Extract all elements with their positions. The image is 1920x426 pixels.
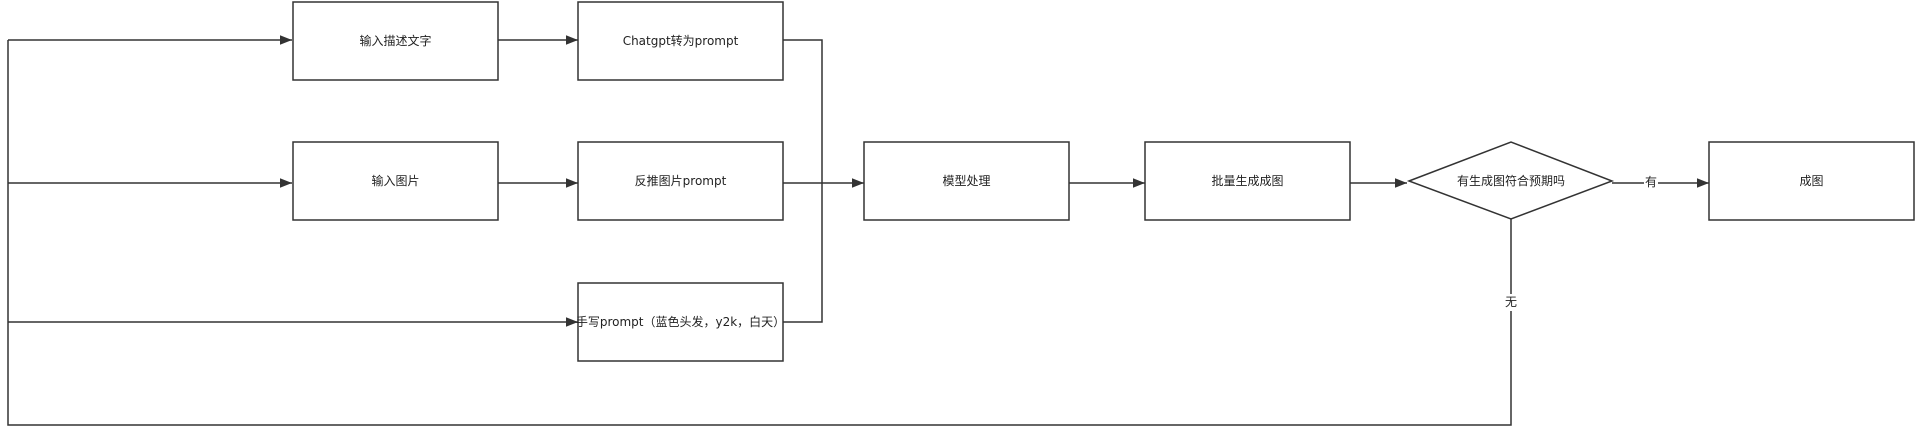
edge-label-yes-text: 有 [1645, 175, 1657, 189]
node-handwritten-prompt[interactable]: 手写prompt（蓝色头发，y2k，白天） [576, 282, 785, 362]
node-batch-generate[interactable]: 批量生成成图 [1144, 141, 1351, 221]
node-chatgpt-prompt-label: Chatgpt转为prompt [623, 33, 739, 48]
node-handwritten-prompt-label: 手写prompt（蓝色头发，y2k，白天） [576, 314, 785, 329]
node-final-image[interactable]: 成图 [1708, 141, 1915, 221]
edge-label-no: 无 [1504, 294, 1518, 311]
edge-no-feedback-loop [7, 40, 1512, 426]
node-batch-generate-label: 批量生成成图 [1211, 173, 1283, 188]
node-chatgpt-prompt[interactable]: Chatgpt转为prompt [577, 1, 784, 81]
node-model-processing[interactable]: 模型处理 [863, 141, 1070, 221]
node-reverse-prompt-label: 反推图片prompt [635, 174, 727, 188]
node-input-image[interactable]: 输入图片 [292, 141, 499, 221]
node-reverse-prompt[interactable]: 反推图片prompt [577, 141, 784, 221]
edges [7, 35, 1709, 426]
edge-label-yes: 有 [1644, 174, 1658, 191]
node-model-processing-label: 模型处理 [942, 174, 990, 188]
node-final-image-label: 成图 [1799, 174, 1823, 188]
node-input-image-label: 输入图片 [371, 173, 419, 188]
node-input-text[interactable]: 输入描述文字 [292, 1, 499, 81]
edge-handwritten-to-merge [783, 183, 823, 323]
node-decision-label: 有生成图符合预期吗 [1457, 173, 1565, 188]
edge-label-no-text: 无 [1505, 295, 1517, 309]
edge-chatgpt-to-merge [783, 39, 823, 183]
node-decision[interactable]: 有生成图符合预期吗 [1406, 141, 1615, 220]
node-input-text-label: 输入描述文字 [359, 33, 431, 48]
